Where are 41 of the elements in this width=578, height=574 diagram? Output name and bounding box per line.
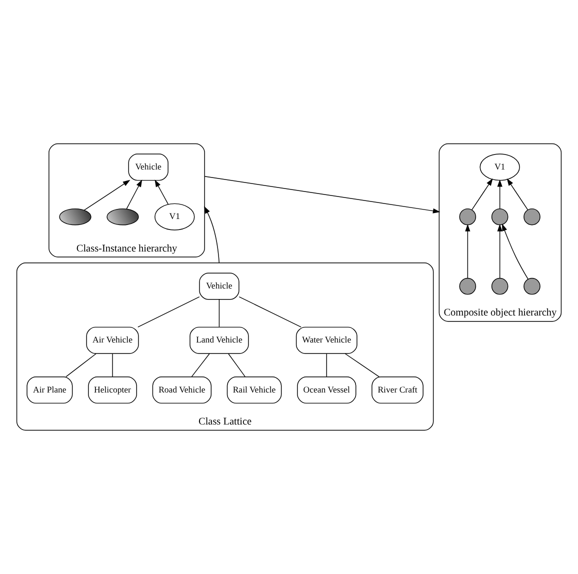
connector: [112, 353, 113, 377]
connector: [344, 353, 380, 378]
arrow: [502, 224, 528, 280]
arrow: [154, 180, 169, 205]
connector: [138, 296, 200, 328]
node-box: Land Vehicle: [190, 326, 249, 354]
arrow: [204, 176, 440, 214]
node-box: Air Vehicle: [86, 326, 139, 354]
node-circle: [491, 208, 508, 226]
arrow: [497, 224, 502, 279]
connector: [326, 353, 327, 377]
node-ellipse: V1: [480, 154, 520, 181]
connector: [228, 353, 246, 377]
node-circle: [459, 278, 476, 295]
node-circle: [491, 278, 508, 295]
node-box: Air Plane: [26, 376, 73, 404]
node-circle: [524, 278, 540, 295]
arrow: [506, 178, 528, 210]
connector: [191, 353, 210, 377]
arrow: [465, 224, 470, 279]
arrow: [471, 178, 493, 210]
node-box: Vehicle: [199, 272, 240, 300]
arrow: [126, 180, 142, 210]
connector: [218, 299, 220, 328]
node-box: River Craft: [372, 376, 424, 404]
node-box: Vehicle: [128, 154, 168, 181]
arrow: [204, 206, 220, 264]
arrow: [497, 179, 502, 209]
node-box: Ocean Vessel: [297, 376, 356, 404]
node-ellipse: V1: [154, 203, 195, 230]
node-box: Rail Vehicle: [226, 376, 282, 404]
node-ellipse: [106, 208, 139, 226]
connector: [238, 296, 302, 328]
node-box: Helicopter: [88, 376, 137, 404]
node-ellipse: [59, 208, 92, 226]
arrow: [84, 180, 130, 211]
node-box: Road Vehicle: [152, 376, 212, 404]
node-box: Water Vehicle: [296, 326, 358, 354]
node-circle: [524, 208, 540, 226]
connector: [66, 353, 96, 378]
node-circle: [459, 208, 476, 226]
